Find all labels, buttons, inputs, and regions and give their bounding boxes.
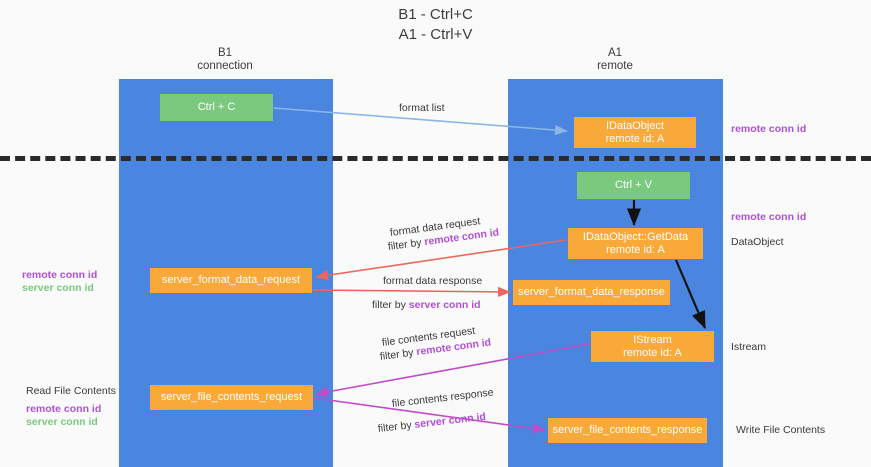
filter-prefix: filter by <box>377 418 416 435</box>
column-header-b1-name: B1 <box>217 47 233 59</box>
node-istream-sub: remote id: A <box>623 346 682 359</box>
node-idataobject[interactable]: IDataObject remote id: A <box>574 117 696 148</box>
column-header-a1-sub: remote <box>597 60 633 72</box>
diagram-title: B1 - Ctrl+C A1 - Ctrl+V <box>0 5 871 45</box>
node-ctrl-c[interactable]: Ctrl + C <box>160 94 273 121</box>
node-server-file-contents-response[interactable]: server_file_contents_response <box>548 418 707 443</box>
title-line-2: A1 - Ctrl+V <box>398 26 473 43</box>
node-getdata-title: IDataObject::GetData <box>582 230 689 243</box>
annotation-left-server-conn-id: server conn id <box>22 282 94 294</box>
column-header-a1-name: A1 <box>607 47 623 59</box>
annotation-remote-conn-id-top: remote conn id <box>731 123 807 135</box>
annotation-dataobject: DataObject <box>731 236 784 248</box>
node-ctrl-c-label: Ctrl + C <box>197 101 236 113</box>
edge-label-format-data-response-filter: filter by server conn id <box>372 299 481 312</box>
filter-key-server-conn-id: server conn id <box>413 410 487 431</box>
node-istream[interactable]: IStream remote id: A <box>591 331 714 362</box>
annotation-istream: Istream <box>731 341 767 353</box>
edge-label-format-data-response-text: format data response <box>383 275 483 287</box>
edge-label-format-list-text: format list <box>399 102 445 114</box>
filter-key-server-conn-id: server conn id <box>408 299 481 311</box>
title-line-1: B1 - Ctrl+C <box>398 6 473 23</box>
node-idataobject-sub: remote id: A <box>605 132 665 145</box>
edge-label-file-contents-response-text: file contents response <box>391 386 495 410</box>
edge-label-file-contents-response-filter: filter by server conn id <box>377 411 486 436</box>
node-istream-title: IStream <box>633 333 672 346</box>
node-server-file-contents-request-label: server_file_contents_request <box>160 391 303 403</box>
column-header-b1: B1 connection <box>160 47 290 73</box>
filter-prefix: filter by <box>372 299 409 311</box>
annotation-left-remote-conn-id-2: remote conn id <box>26 403 102 415</box>
node-server-file-contents-request[interactable]: server_file_contents_request <box>150 385 313 410</box>
column-header-a1: A1 remote <box>550 47 680 73</box>
edge-label-format-data-response: format data response <box>383 275 482 288</box>
column-header-b1-sub: connection <box>197 60 253 72</box>
node-server-format-data-response-label: server_format_data_response <box>518 286 665 298</box>
node-idataobject-getdata[interactable]: IDataObject::GetData remote id: A <box>568 228 703 259</box>
annotation-left-remote-conn-id: remote conn id <box>22 269 98 281</box>
annotation-left-server-conn-id-2: server conn id <box>26 416 98 428</box>
annotation-write-file-contents: Write File Contents <box>736 424 826 436</box>
node-idataobject-title: IDataObject <box>605 119 665 132</box>
node-ctrl-v-label: Ctrl + V <box>615 179 652 191</box>
arrow-format-data-response <box>312 286 511 297</box>
node-server-format-data-request[interactable]: server_format_data_request <box>150 268 312 293</box>
annotation-read-file-contents: Read File Contents <box>26 385 116 397</box>
phase-divider <box>0 156 871 161</box>
annotation-remote-conn-id-mid: remote conn id <box>731 211 807 223</box>
node-server-format-data-response[interactable]: server_format_data_response <box>513 280 670 305</box>
node-server-file-contents-response-label: server_file_contents_response <box>552 424 703 436</box>
node-ctrl-v[interactable]: Ctrl + V <box>577 172 690 199</box>
edge-label-file-contents-response: file contents response <box>391 386 494 410</box>
node-getdata-sub: remote id: A <box>606 243 665 256</box>
node-server-format-data-request-label: server_format_data_request <box>161 274 301 286</box>
edge-label-format-list: format list <box>399 102 445 115</box>
